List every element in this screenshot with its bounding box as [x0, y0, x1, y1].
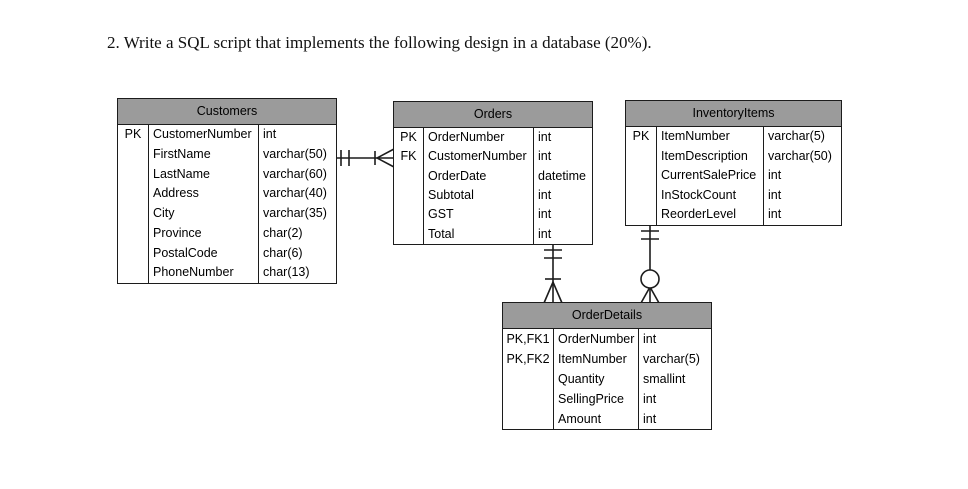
- column-type: varchar(35): [258, 204, 335, 224]
- column-name: PhoneNumber: [148, 263, 258, 283]
- column-name: InStockCount: [656, 185, 763, 205]
- column-type: varchar(5): [763, 127, 840, 147]
- column-name: ReorderLevel: [656, 205, 763, 225]
- column-type: varchar(50): [258, 144, 335, 165]
- column-name: GST: [423, 205, 533, 225]
- column-name: City: [148, 204, 258, 224]
- column-type: int: [763, 166, 840, 186]
- column-key: [118, 145, 148, 165]
- column-name: Province: [148, 223, 258, 244]
- crowsfoot-icon: [375, 148, 395, 168]
- column-key: [118, 165, 148, 185]
- column-name: CurrentSalePrice: [656, 166, 763, 186]
- question-title: 2. Write a SQL script that implements th…: [107, 33, 652, 52]
- entity-header: Customers: [118, 99, 336, 125]
- column-type: int: [533, 147, 591, 167]
- column-name: Total: [423, 224, 533, 244]
- rel-orders-orderdetails-line: [543, 243, 563, 304]
- column-name: PostalCode: [148, 243, 258, 264]
- column-type: int: [638, 329, 710, 349]
- column-key: [118, 263, 148, 283]
- column-type: char(6): [258, 243, 335, 264]
- column-key: [626, 147, 656, 167]
- column-key: [394, 167, 423, 186]
- column-name: Amount: [553, 409, 638, 429]
- column-type: int: [763, 185, 840, 205]
- column-type: varchar(60): [258, 164, 335, 185]
- column-type: smallint: [638, 369, 710, 389]
- column-type: int: [533, 185, 591, 206]
- column-name: ItemNumber: [553, 349, 638, 369]
- column-name: Quantity: [553, 369, 638, 389]
- column-name: OrderNumber: [423, 128, 533, 148]
- column-key: PK,FK2: [506, 352, 550, 366]
- column-type: int: [638, 389, 710, 409]
- column-key: [503, 389, 553, 409]
- column-type: int: [638, 409, 710, 429]
- column-name: FirstName: [148, 144, 258, 165]
- column-name: Address: [148, 184, 258, 204]
- column-key: PK,FK1: [506, 332, 550, 346]
- column-name: ItemNumber: [656, 127, 763, 147]
- column-key: FK: [400, 149, 417, 164]
- column-type: varchar(5): [638, 349, 710, 369]
- column-key: PK: [400, 130, 417, 144]
- column-name: CustomerNumber: [423, 147, 533, 167]
- column-name: CustomerNumber: [148, 125, 258, 145]
- column-type: varchar(40): [258, 184, 335, 204]
- column-type: int: [258, 125, 335, 145]
- column-type: varchar(50): [763, 146, 840, 166]
- column-key: [503, 409, 553, 429]
- column-key: [626, 186, 656, 206]
- rel-customers-orders-line: [336, 148, 395, 168]
- column-name: ItemDescription: [656, 146, 763, 166]
- column-key: [118, 184, 148, 204]
- column-key: [394, 186, 423, 205]
- column-name: SellingPrice: [553, 389, 638, 409]
- crowsfoot-icon: [543, 279, 563, 304]
- zero-circle-icon: [640, 269, 660, 289]
- column-name: Subtotal: [423, 185, 533, 206]
- column-key: [394, 205, 423, 224]
- column-type: int: [533, 128, 591, 148]
- column-type: char(13): [258, 263, 335, 283]
- column-key: [118, 224, 148, 244]
- column-type: int: [533, 224, 591, 244]
- column-type: int: [533, 205, 591, 225]
- rel-inventoryitems-orderdetails-line: [640, 223, 660, 304]
- entity-header: InventoryItems: [626, 101, 841, 127]
- column-key: [118, 204, 148, 224]
- crowsfoot-icon: [640, 285, 660, 304]
- column-key: PK: [124, 127, 142, 141]
- column-key: [626, 205, 656, 225]
- column-name: LastName: [148, 164, 258, 185]
- entity-header: OrderDetails: [503, 303, 711, 329]
- column-name: OrderNumber: [553, 329, 638, 349]
- entity-header: Orders: [394, 102, 592, 128]
- column-key: [503, 369, 553, 389]
- column-name: OrderDate: [423, 166, 533, 186]
- column-key: PK: [632, 129, 650, 143]
- column-key: [394, 225, 423, 244]
- column-type: char(2): [258, 223, 335, 244]
- column-key: [118, 244, 148, 264]
- column-type: datetime: [533, 166, 591, 186]
- column-type: int: [763, 205, 840, 225]
- column-key: [626, 166, 656, 186]
